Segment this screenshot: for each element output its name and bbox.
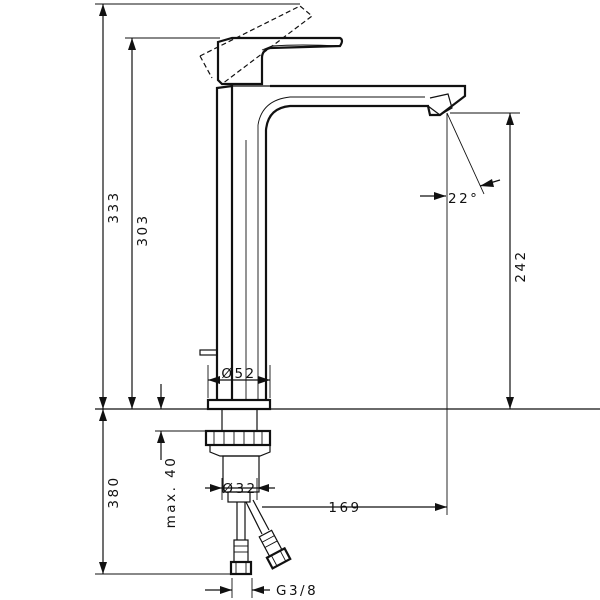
extension-lines: [95, 3, 600, 598]
label-380: 380: [106, 475, 122, 508]
label-333: 333: [106, 190, 122, 223]
dimension-242: [506, 113, 514, 409]
dimension-333: [99, 4, 107, 409]
label-303: 303: [135, 213, 151, 246]
label-169: 169: [328, 500, 361, 516]
label-242: 242: [513, 249, 529, 282]
dimension-52: [208, 376, 270, 384]
dimension-max-40: [157, 384, 165, 460]
label-52: Ø52: [221, 366, 256, 382]
shank-assembly: [204, 408, 272, 503]
dimension-32: [205, 484, 275, 492]
dimension-303: [128, 38, 136, 409]
faucet-body: [199, 84, 467, 411]
dimension-22-angle: [420, 179, 501, 200]
supply-hoses: [229, 499, 292, 576]
label-32: Ø32: [222, 481, 257, 497]
dimension-169: [262, 503, 447, 511]
dimension-380: [99, 409, 107, 574]
label-g38: G3/8: [276, 583, 318, 599]
lever-handle: [199, 5, 344, 86]
dimension-g38: [205, 586, 270, 594]
label-22: 22°: [448, 191, 479, 207]
label-max-40: max. 40: [163, 456, 179, 529]
